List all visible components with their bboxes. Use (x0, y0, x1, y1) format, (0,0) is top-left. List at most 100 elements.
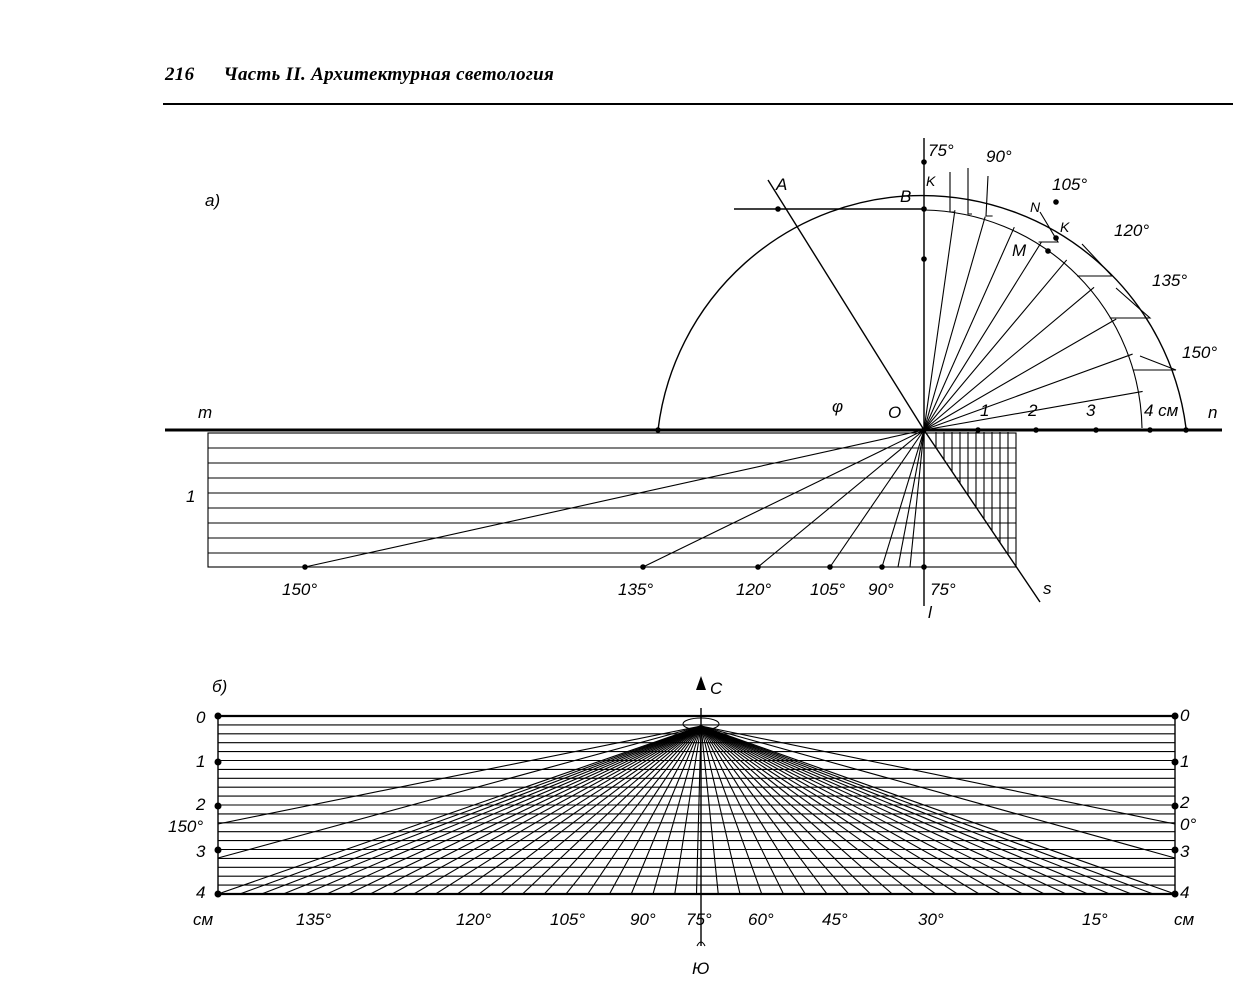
ray (456, 725, 702, 895)
b-angle-120: 120° (456, 910, 491, 929)
ray (700, 725, 1176, 859)
b-angle-105: 105° (550, 910, 585, 929)
ray (923, 226, 1015, 431)
left-scale-1: 1 (196, 752, 205, 771)
point-a: A (775, 175, 787, 194)
label-m: m (198, 403, 212, 422)
ray (700, 725, 1089, 895)
top-angle-105: 105° (1052, 175, 1087, 194)
marker-dot (921, 427, 927, 433)
ray (630, 725, 702, 895)
point-b: B (900, 187, 911, 206)
bottom-angle-150: 150° (282, 580, 317, 599)
label-n: n (1208, 403, 1217, 422)
label-phi: φ (832, 397, 843, 416)
panel-label-b: б) (212, 677, 227, 696)
bottom-angle-120: 120° (736, 580, 771, 599)
marker-dot (775, 206, 781, 212)
marker-dot (921, 206, 927, 212)
scale-dot (1171, 758, 1179, 766)
marker-dot (921, 564, 927, 570)
right-scale-0: 0 (1180, 706, 1190, 725)
b-angle-135: 135° (296, 910, 331, 929)
ray (642, 429, 925, 568)
label-origin: O (888, 403, 901, 422)
ray (217, 725, 702, 895)
panel-label-a: а) (205, 191, 220, 210)
marker-dot (827, 564, 833, 570)
north-arrow-icon (696, 676, 706, 690)
ray (700, 725, 1024, 895)
ray (652, 725, 702, 895)
upper-ray-fan (923, 208, 1143, 431)
marker-dot (921, 159, 927, 165)
lower-ray-fan (304, 429, 925, 568)
right-scale-3: 3 (1180, 842, 1190, 861)
top-angle-150: 150° (1182, 343, 1217, 362)
ray (757, 429, 925, 568)
ray (413, 725, 702, 895)
scale-dot (214, 846, 222, 854)
ray (700, 725, 828, 895)
figure-b: б) С Ю 0 1 2 150° 3 4 см 0 1 2 0° 3 4 см… (168, 676, 1196, 978)
ray (923, 259, 1068, 431)
ray (700, 725, 915, 895)
ray (923, 390, 1143, 431)
marker-dots (302, 159, 1189, 570)
top-angle-90: 90° (986, 147, 1012, 166)
ray (326, 725, 702, 895)
scale-dot (214, 758, 222, 766)
scale-dot (214, 890, 222, 898)
ray (304, 725, 702, 895)
marker-dot (1033, 427, 1039, 433)
ray (522, 725, 702, 895)
ray (923, 286, 1095, 431)
triangle (1109, 287, 1152, 319)
bottom-angle-135: 135° (618, 580, 653, 599)
ray (700, 725, 871, 895)
sun-chart-scale-dots (214, 712, 1179, 898)
sun-chart-horizontal-lines (218, 714, 1175, 896)
ray (700, 725, 937, 895)
header-rule (163, 103, 1233, 105)
ray (700, 725, 1045, 895)
scale-dot (1171, 846, 1179, 854)
ray (700, 725, 741, 895)
point-n: N (1030, 199, 1041, 215)
ray (283, 725, 702, 895)
ray (700, 725, 784, 895)
line-s (923, 429, 1041, 603)
ray (674, 725, 702, 895)
ray (700, 725, 893, 895)
triangle (1133, 355, 1177, 371)
right-scale-unit: см (1174, 910, 1195, 929)
scale-dot (1171, 802, 1179, 810)
label-north: С (710, 679, 723, 698)
ray (909, 429, 925, 568)
ray (700, 725, 1176, 825)
left-index: 1 (186, 487, 195, 506)
marker-dot (1183, 427, 1189, 433)
marker-dot (640, 564, 646, 570)
ray (923, 210, 956, 431)
left-scale-3: 3 (196, 842, 206, 861)
ray (923, 353, 1133, 431)
ray (897, 429, 925, 568)
triangle (985, 175, 993, 217)
ray (700, 725, 1176, 895)
right-scale-4: 4 (1180, 883, 1189, 902)
bottom-angle-90: 90° (868, 580, 894, 599)
ray (391, 725, 702, 895)
ray (217, 725, 702, 825)
point-k2: K (1060, 219, 1070, 235)
left-scale-4: 4 (196, 883, 205, 902)
ray (700, 725, 1067, 895)
line-a-o (767, 179, 925, 431)
b-angle-30: 30° (918, 910, 944, 929)
ray (700, 725, 719, 895)
ray (217, 725, 702, 859)
scale-dot (214, 802, 222, 810)
projection-box (207, 432, 1017, 568)
bottom-angle-75: 75° (930, 580, 956, 599)
ray (565, 725, 702, 895)
